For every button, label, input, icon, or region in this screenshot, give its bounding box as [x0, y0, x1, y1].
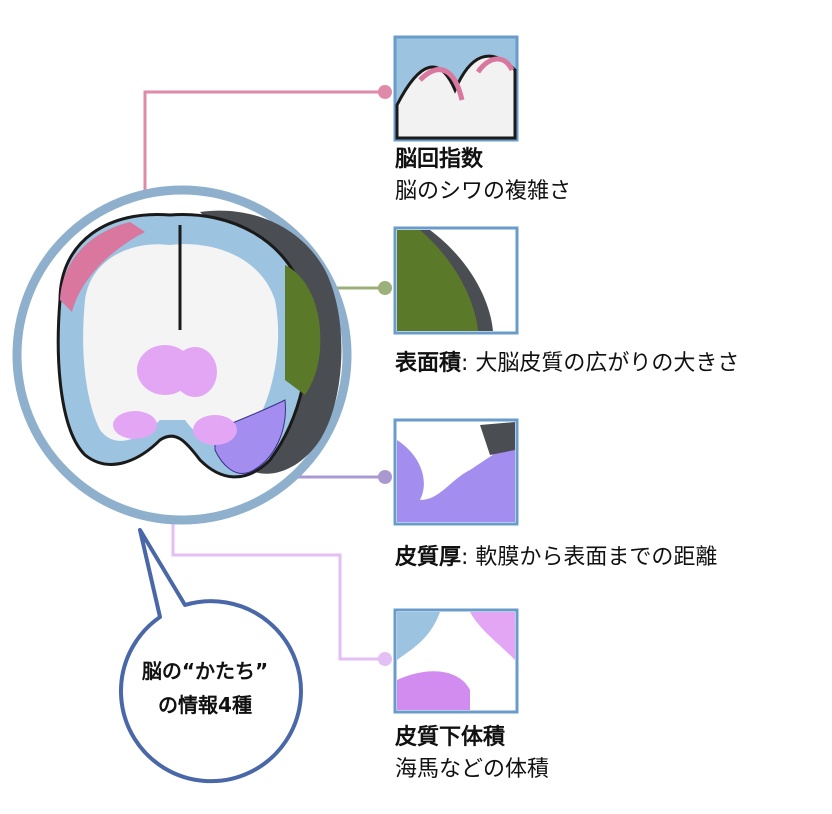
feature-cortical-thickness: 皮質厚: 軟膜から表面までの距離: [395, 544, 717, 572]
feature-surface-area: 表面積: 大脳皮質の広がりの大きさ: [395, 350, 739, 378]
feature-gyrification: 脳回指数 脳のシワの複雑さ: [395, 146, 571, 206]
connector-dot-thickness: [378, 470, 392, 484]
connector-dot-gyrification: [378, 85, 392, 99]
bubble-text: 脳の“かたち” の情報4種: [115, 654, 295, 722]
inset-subcortical-volume: [393, 608, 519, 714]
feature-title: 皮質下体積: [395, 725, 506, 750]
inset-cortical-thickness: [393, 418, 519, 526]
feature-subcortical-volume: 皮質下体積 海馬などの体積: [395, 724, 549, 784]
connector-gyrification: [143, 90, 385, 215]
connector-dot-surface-area: [378, 281, 392, 295]
feature-title: 表面積: [395, 351, 462, 376]
brain-coronal-slice-image: [56, 210, 342, 479]
connector-dot-subcortical: [378, 652, 392, 666]
feature-description: : 大脳皮質の広がりの大きさ: [461, 351, 740, 376]
bubble-line-2: の情報4種: [158, 693, 252, 717]
feature-description: 海馬などの体積: [395, 757, 550, 782]
feature-description: : 軟膜から表面までの距離: [461, 545, 718, 570]
feature-description: 脳のシワの複雑さ: [395, 179, 572, 204]
inset-surface-area: [393, 226, 519, 335]
feature-title: 皮質厚: [395, 545, 462, 570]
inset-gyrification: [393, 35, 519, 142]
feature-title: 脳回指数: [395, 147, 484, 172]
speech-bubble: [118, 528, 303, 784]
bubble-line-1: 脳の“かたち”: [141, 659, 269, 683]
